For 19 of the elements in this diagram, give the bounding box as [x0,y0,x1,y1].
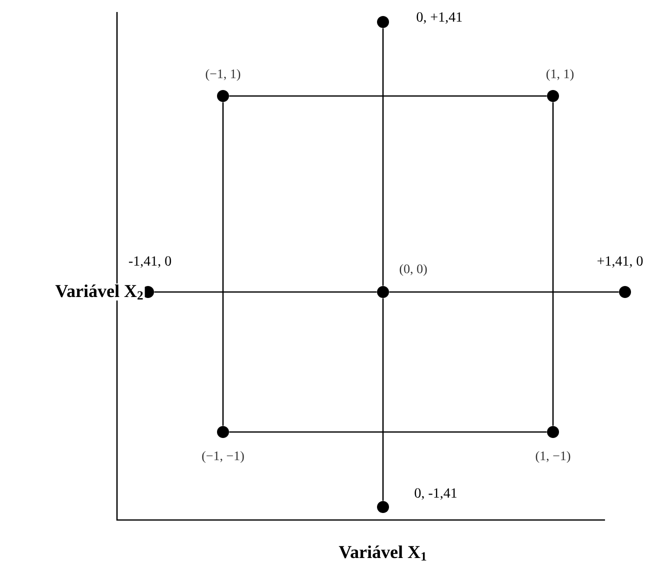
point-label: (1, −1) [536,451,570,463]
point-label: +1,41, 0 [598,256,643,268]
connector-line [389,291,619,293]
point-label: 0, -1,41 [414,488,457,500]
point-label: (−1, 1) [206,69,240,81]
point-label: (1, 1) [546,69,574,81]
connector-line [382,28,384,286]
point-label: (0, 0) [400,264,427,276]
connector-line [552,102,554,426]
point-label: (−1, −1) [202,451,244,463]
connector-line [154,291,377,293]
connector-line [382,298,384,501]
axis-label: Variável X$_{1}$ [338,544,428,562]
connector-line [222,102,224,426]
point-label: -1,41, 0 [128,256,172,268]
axis-label: Variável X$_{2}$ [54,283,145,301]
connector-line [229,431,547,433]
connector-line [229,95,547,97]
point-label: 0, +1,41 [416,12,462,24]
